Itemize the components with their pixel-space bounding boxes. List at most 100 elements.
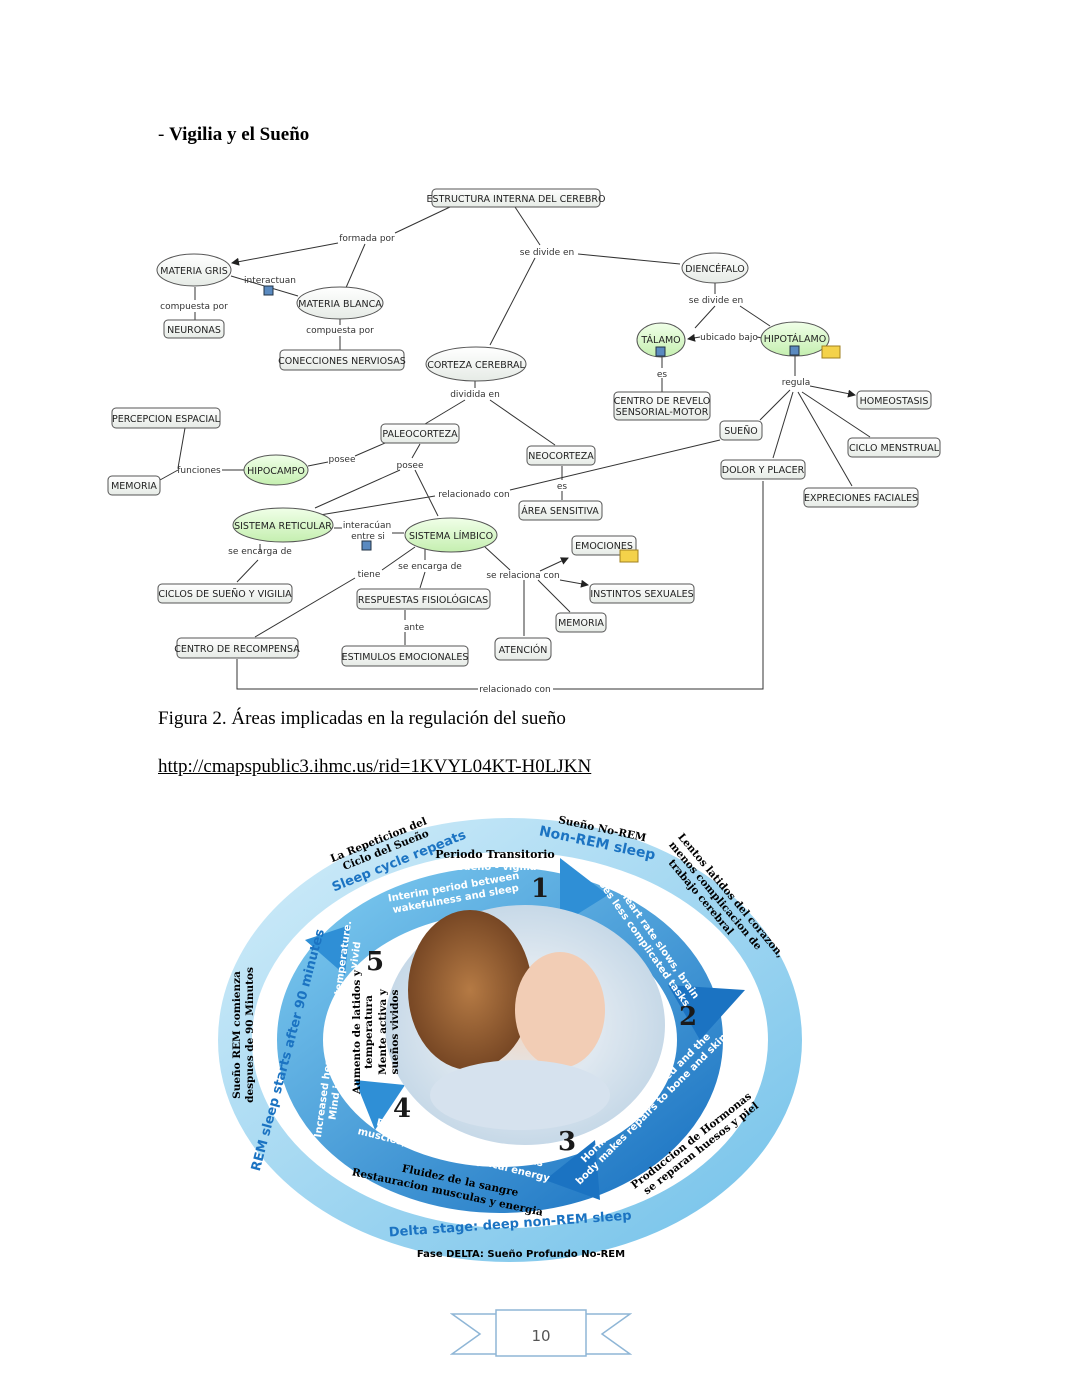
svg-text:compuesta por: compuesta por: [306, 326, 374, 336]
svg-text:SISTEMA LÍMBICO: SISTEMA LÍMBICO: [409, 530, 493, 542]
arrow-head-1: [560, 858, 608, 925]
cm-node-hipocampo: HIPOCAMPO: [243, 454, 309, 486]
heading-dash: -: [158, 124, 170, 145]
cm-node-memoria-right: MEMORIA: [555, 612, 607, 633]
svg-text:ubicado bajo: ubicado bajo: [700, 333, 758, 343]
svg-text:despues de 90 Minutos: despues de 90 Minutos: [244, 967, 256, 1103]
svg-text:DOLOR Y PLACER: DOLOR Y PLACER: [722, 465, 805, 476]
cm-node-ciclos-sueno: CICLOS DE SUEÑO Y VIGILIA: [157, 583, 293, 604]
cm-node-materia-gris: MATERIA GRIS: [156, 253, 232, 287]
cm-node-conecciones: CONECCIONES NERVIOSAS: [278, 349, 406, 371]
svg-text:funciones: funciones: [177, 466, 221, 476]
svg-text:interacúan: interacúan: [343, 521, 391, 531]
cm-resource-icon: [263, 285, 274, 296]
svg-text:MATERIA BLANCA: MATERIA BLANCA: [298, 299, 382, 310]
cm-node-materia-blanca: MATERIA BLANCA: [296, 286, 384, 320]
svg-text:MEMORIA: MEMORIA: [558, 618, 604, 629]
cm-node-paleocorteza: PALEOCORTEZA: [380, 423, 460, 444]
svg-text:CORTEZA CEREBRAL: CORTEZA CEREBRAL: [427, 360, 525, 371]
cm-link-labels: formada por se divide en interactuan com…: [160, 234, 810, 695]
cm-node-memoria-left: MEMORIA: [107, 475, 161, 496]
svg-text:SENSORIAL-MOTOR: SENSORIAL-MOTOR: [616, 407, 709, 418]
svg-text:ATENCIÓN: ATENCIÓN: [499, 644, 548, 656]
svg-text:CENTRO DE REVELO: CENTRO DE REVELO: [614, 396, 711, 407]
svg-text:temperatura: temperatura: [363, 995, 375, 1069]
cm-node-percepcion: PERCEPCION ESPACIAL: [111, 407, 221, 429]
cm-node-area-sensitiva: ÁREA SENSITIVA: [518, 500, 603, 521]
svg-text:CENTRO DE RECOMPENSA: CENTRO DE RECOMPENSA: [174, 644, 300, 655]
concept-map: ESTRUCTURA INTERNA DEL CEREBRO MATERIA G…: [107, 188, 941, 695]
stage-number-5: 5: [366, 947, 384, 977]
cm-node-dolor: DOLOR Y PLACER: [720, 459, 806, 480]
svg-text:Mente activa y: Mente activa y: [377, 988, 389, 1075]
svg-text:es: es: [557, 482, 568, 492]
svg-text:se divide en: se divide en: [689, 296, 743, 306]
cm-node-neuronas: NEURONAS: [163, 319, 225, 339]
arrow-head-3: [545, 1140, 600, 1200]
svg-text:HIPOCAMPO: HIPOCAMPO: [247, 466, 305, 477]
cm-resource-icon: [361, 540, 372, 551]
arrow-head-2: [668, 985, 745, 1040]
delta-spanish-label: Fase DELTA: Sueño Profundo No-REM: [417, 1249, 625, 1260]
svg-text:NEURONAS: NEURONAS: [167, 325, 221, 336]
svg-text:Aumento de latidos y: Aumento de latidos y: [351, 969, 363, 1095]
transitorio-label-1: Periodo Transitorio: [435, 848, 555, 861]
svg-text:INSTINTOS SEXUALES: INSTINTOS SEXUALES: [590, 589, 693, 600]
arrow-head-5: [305, 925, 350, 975]
outer-ring: [218, 818, 802, 1262]
rem-spanish-labels: Sueño REM comienza despues de 90 Minutos: [231, 967, 256, 1103]
sleep-cycle-infographic: 1 2 3 4 5 La Repeticion del Ciclo del Su…: [218, 814, 802, 1262]
svg-text:ante: ante: [404, 623, 425, 633]
cm-node-atencion: ATENCIÓN: [494, 637, 552, 661]
svg-text:CICLO MENSTRUAL: CICLO MENSTRUAL: [849, 443, 940, 454]
svg-text:RESPUESTAS FISIOLÓGICAS: RESPUESTAS FISIOLÓGICAS: [358, 594, 488, 606]
cm-node-estructura: ESTRUCTURA INTERNA DEL CEREBRO: [427, 188, 605, 208]
stage-number-4: 4: [393, 1094, 411, 1124]
page-number-banner: 10: [450, 1309, 632, 1357]
svg-text:entre si: entre si: [351, 532, 385, 542]
cm-node-expreciones: EXPRECIONES FACIALES: [803, 487, 919, 508]
svg-text:DIENCÉFALO: DIENCÉFALO: [685, 263, 744, 275]
svg-text:tiene: tiene: [358, 570, 381, 580]
svg-text:PERCEPCION ESPACIAL: PERCEPCION ESPACIAL: [112, 414, 221, 425]
transitorio-label-2: sueño - vigilia: [457, 862, 536, 873]
svg-text:se relaciona con: se relaciona con: [486, 571, 559, 581]
cm-node-hipotalamo: HIPOTÁLAMO: [760, 321, 841, 359]
hair-shape: [408, 910, 532, 1070]
stage-number-3: 3: [558, 1127, 576, 1157]
cm-node-instintos: INSTINTOS SEXUALES: [589, 583, 695, 604]
cm-node-ciclo-menstrual: CICLO MENSTRUAL: [847, 437, 941, 458]
svg-text:CICLOS DE SUEÑO Y VIGILIA: CICLOS DE SUEÑO Y VIGILIA: [158, 589, 292, 600]
svg-text:MATERIA GRIS: MATERIA GRIS: [160, 266, 227, 277]
svg-text:EXPRECIONES FACIALES: EXPRECIONES FACIALES: [804, 493, 918, 504]
cm-node-diencefalo: DIENCÉFALO: [681, 252, 749, 284]
cm-node-neocorteza: NEOCORTEZA: [526, 445, 596, 466]
svg-text:relacionado con: relacionado con: [479, 685, 550, 695]
cm-node-sistema-reticular: SISTEMA RETICULAR: [232, 507, 334, 543]
heading-title: Vigilia y el Sueño: [169, 124, 310, 145]
svg-text:relacionado con: relacionado con: [438, 490, 509, 500]
svg-text:TÁLAMO: TÁLAMO: [640, 334, 680, 346]
pillow-shape: [430, 1060, 610, 1130]
svg-text:dividida en: dividida en: [450, 390, 500, 400]
source-link[interactable]: http://cmapspublic3.ihmc.us/rid=1KVYL04K…: [158, 756, 592, 777]
figure-caption: Figura 2. Áreas implicadas en la regulac…: [158, 708, 566, 729]
svg-text:regula: regula: [782, 378, 810, 388]
cm-node-sistema-limbico: SISTEMA LÍMBICO: [404, 517, 498, 553]
cm-node-centro-revelo: CENTRO DE REVELO SENSORIAL-MOTOR: [613, 391, 711, 421]
cm-node-homeostasis: HOMEOSTASIS: [856, 390, 932, 410]
svg-text:MEMORIA: MEMORIA: [111, 481, 157, 492]
svg-text:PALEOCORTEZA: PALEOCORTEZA: [382, 429, 458, 440]
cm-node-corteza: CORTEZA CEREBRAL: [425, 346, 527, 382]
concept-links: [159, 206, 871, 690]
svg-text:sueños vividos: sueños vividos: [389, 989, 401, 1074]
svg-text:compuesta por: compuesta por: [160, 302, 228, 312]
face-shape: [515, 952, 605, 1068]
cm-node-respuestas: RESPUESTAS FISIOLÓGICAS: [356, 588, 491, 610]
svg-text:ESTIMULOS EMOCIONALES: ESTIMULOS EMOCIONALES: [342, 652, 469, 663]
svg-text:CONECCIONES NERVIOSAS: CONECCIONES NERVIOSAS: [278, 356, 406, 367]
svg-text:formada por: formada por: [339, 234, 395, 244]
svg-text:interactuan: interactuan: [244, 276, 296, 286]
svg-text:posee: posee: [397, 461, 424, 471]
page-number: 10: [531, 1327, 550, 1345]
